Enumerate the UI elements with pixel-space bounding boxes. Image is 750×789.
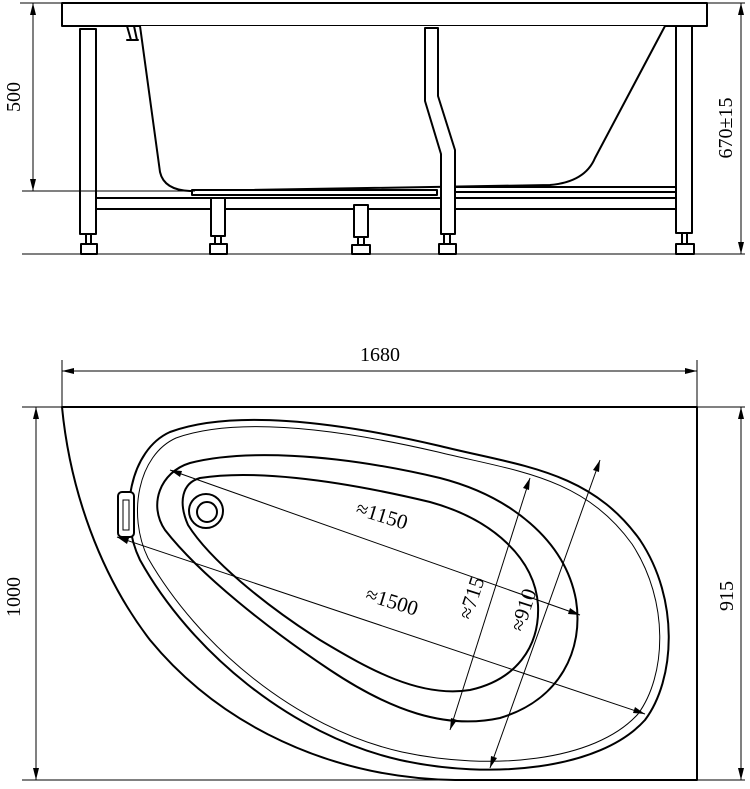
dimension-length: 1680 [61, 344, 698, 407]
dimension-height-label: 670±15 [715, 98, 737, 159]
leg-left [79, 28, 98, 255]
frame-rail-top [191, 189, 438, 196]
drain-fitting [126, 25, 139, 41]
overflow-handle-inner [122, 499, 130, 531]
leg-middle-2 [351, 204, 371, 255]
tub-body [139, 25, 666, 192]
side-view: 500 670±15 [3, 2, 745, 255]
dimension-depth-label: 500 [3, 82, 25, 112]
basin-outer [156, 454, 579, 723]
drain-inner [196, 501, 218, 523]
leg-right [675, 25, 695, 255]
basin-inner [181, 474, 540, 693]
dimension-width: 1000 [3, 406, 455, 781]
rim-outer [128, 418, 670, 771]
rim-inner [137, 426, 661, 762]
dimension-length-label: 1680 [360, 344, 400, 366]
dimension-height: 670±15 [715, 3, 744, 254]
dimension-width-label: 1000 [3, 577, 25, 617]
dimension-right-side: 915 [697, 406, 745, 781]
dimension-right-side-label: 915 [716, 581, 738, 611]
top-view: 1680 1000 915 ≈1150 ≈1500 [3, 344, 745, 781]
frame-rail-right [454, 186, 681, 193]
tub-outline [61, 406, 698, 781]
leg-middle-1 [209, 197, 228, 255]
overflow-handle [117, 491, 135, 538]
dimension-depth: 500 [3, 2, 62, 191]
frame-rail [95, 197, 681, 210]
tub-rim [61, 2, 708, 27]
